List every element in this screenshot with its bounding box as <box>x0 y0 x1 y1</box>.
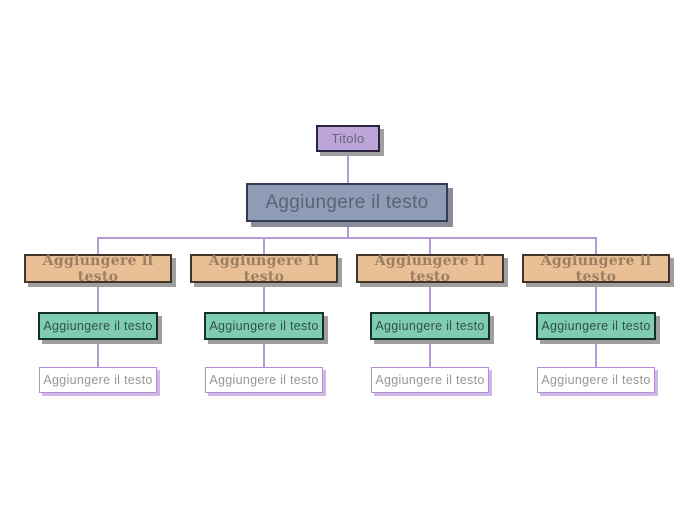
title-node-label: Titolo <box>331 131 365 146</box>
connector-title-to-root <box>347 151 349 183</box>
branch-1-level3-label: Aggiungere il testo <box>43 373 153 387</box>
branch-3-level3-label: Aggiungere il testo <box>375 373 485 387</box>
branch-3-level2-node[interactable]: Aggiungere il testo <box>370 312 490 340</box>
connector-branch-4-l2-l3 <box>595 339 597 367</box>
branch-3-level3-node[interactable]: Aggiungere il testo <box>371 367 489 393</box>
branch-4-level1-label: Aggiungere il testo <box>540 252 652 285</box>
connector-branch-1-l1-l2 <box>97 283 99 312</box>
branch-3-level1-label: Aggiungere il testo <box>374 252 486 285</box>
branch-2-level1-label: Aggiungere il testo <box>208 252 320 285</box>
connector-branch-3-l1-l2 <box>429 283 431 312</box>
connector-branch-1-l2-l3 <box>97 339 99 367</box>
branch-1-level2-node[interactable]: Aggiungere il testo <box>38 312 158 340</box>
branch-4-level1-node[interactable]: Aggiungere il testo <box>522 252 670 285</box>
branch-2-level2-node[interactable]: Aggiungere il testo <box>204 312 324 340</box>
branch-4-level3-label: Aggiungere il testo <box>541 373 651 387</box>
branch-3-level2-label: Aggiungere il testo <box>375 319 485 333</box>
connector-root-stub <box>347 221 349 239</box>
connector-branch-2-l1-l2 <box>263 283 265 312</box>
connector-rail-to-branch-4 <box>595 237 597 254</box>
branch-2-level3-node[interactable]: Aggiungere il testo <box>205 367 323 393</box>
branch-1-level1-node[interactable]: Aggiungere il testo <box>24 252 172 285</box>
branch-1-level1-label: Aggiungere il testo <box>42 252 154 285</box>
branch-1-level2-label: Aggiungere il testo <box>43 319 153 333</box>
branch-2-level2-label: Aggiungere il testo <box>209 319 319 333</box>
branch-4-level2-label: Aggiungere il testo <box>541 319 651 333</box>
connector-branch-2-l2-l3 <box>263 339 265 367</box>
branch-3-level1-node[interactable]: Aggiungere il testo <box>356 252 504 285</box>
branch-2-level1-node[interactable]: Aggiungere il testo <box>190 252 338 285</box>
root-node-label: Aggiungere il testo <box>265 191 429 213</box>
title-node[interactable]: Titolo <box>316 125 380 152</box>
branch-1-level3-node[interactable]: Aggiungere il testo <box>39 367 157 393</box>
root-node[interactable]: Aggiungere il testo <box>246 183 448 222</box>
branch-2-level3-label: Aggiungere il testo <box>209 373 319 387</box>
connector-branch-rail <box>97 237 597 239</box>
branch-4-level2-node[interactable]: Aggiungere il testo <box>536 312 656 340</box>
connector-rail-to-branch-2 <box>263 237 265 254</box>
connector-branch-3-l2-l3 <box>429 339 431 367</box>
connector-rail-to-branch-1 <box>97 237 99 254</box>
connector-branch-4-l1-l2 <box>595 283 597 312</box>
branch-4-level3-node[interactable]: Aggiungere il testo <box>537 367 655 393</box>
connector-rail-to-branch-3 <box>429 237 431 254</box>
